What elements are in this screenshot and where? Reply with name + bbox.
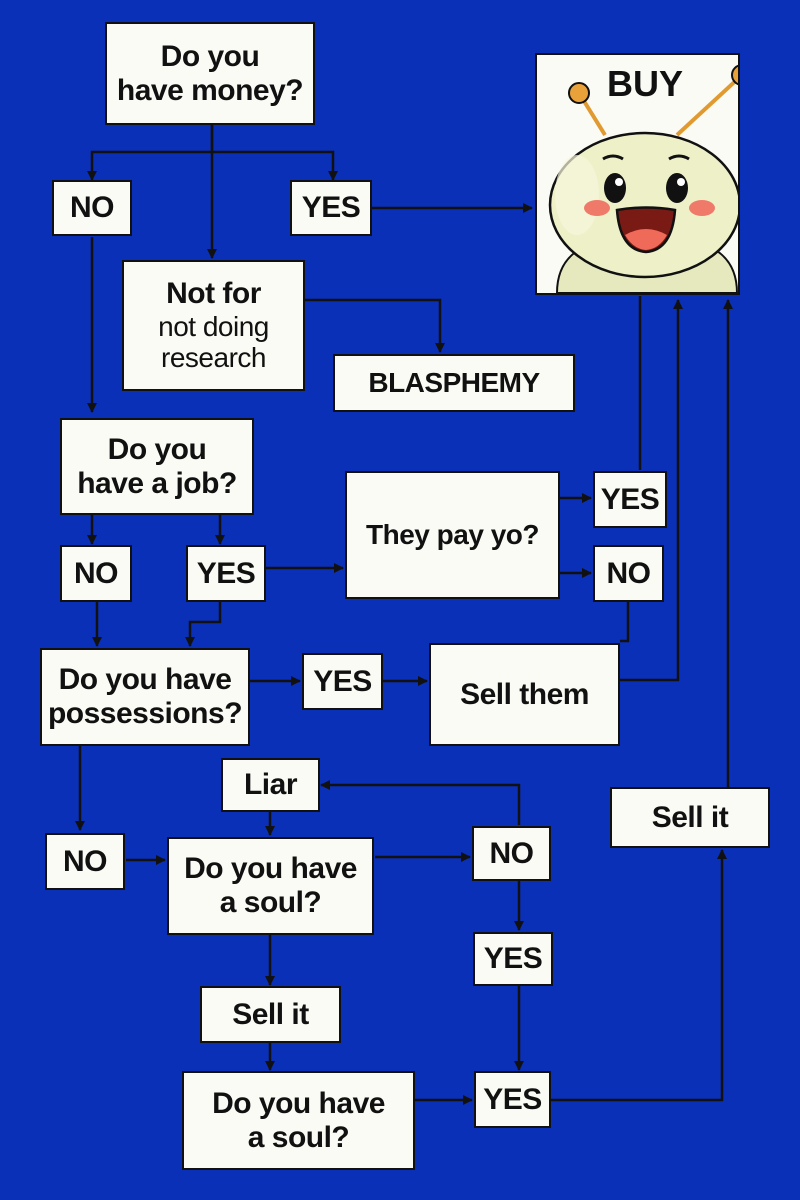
node-no-2: NO — [60, 545, 132, 602]
node-yes-5: YES — [473, 932, 553, 986]
node-not-for-line2: not doing — [158, 310, 269, 342]
node-yes-6: YES — [474, 1071, 551, 1128]
node-yes-3: YES — [593, 471, 667, 528]
node-have-possessions-line1: Do you have — [58, 663, 232, 697]
node-have-soul-1-line2: a soul? — [219, 886, 322, 919]
node-they-pay-label: They pay yo? — [366, 519, 539, 551]
node-not-for: Not for not doing research — [122, 260, 305, 391]
node-no-4-label: NO — [63, 844, 108, 878]
node-have-soul-2-line1: Do you have — [212, 1086, 385, 1120]
cute-bug-icon — [548, 64, 738, 293]
node-sell-them-label: Sell them — [460, 677, 589, 711]
node-yes-3-label: YES — [600, 482, 660, 516]
node-have-money-line1: Do you — [160, 39, 260, 73]
node-have-money-line2: have money? — [116, 73, 304, 107]
node-yes-2: YES — [186, 545, 266, 602]
node-no-3: NO — [593, 545, 664, 602]
node-yes-6-label: YES — [483, 1082, 542, 1116]
node-buy: BUY — [535, 53, 740, 295]
node-yes-1: YES — [290, 180, 372, 236]
node-yes-5-label: YES — [483, 942, 543, 976]
node-have-job: Do you have a job? — [60, 418, 254, 515]
node-no-4: NO — [45, 833, 125, 890]
node-have-job-line1: Do you — [107, 432, 207, 466]
node-have-possessions: Do you have possessions? — [40, 648, 250, 746]
arrow-money-no — [87, 125, 214, 181]
node-sell-it-1: Sell it — [200, 986, 341, 1043]
node-sell-it-2: Sell it — [610, 787, 770, 848]
node-no-3-label: NO — [606, 556, 652, 590]
node-buy-label: BUY — [607, 63, 684, 104]
node-no-1-label: NO — [70, 191, 115, 225]
arrow-yes6-sellit2 — [551, 849, 727, 1102]
arrow-money-yes — [212, 150, 338, 181]
arrow-no5-liar — [320, 780, 521, 825]
node-have-soul-1-line1: Do you have — [184, 852, 357, 886]
node-have-soul-1: Do you have a soul? — [167, 837, 374, 935]
node-have-job-line2: have a job? — [77, 466, 237, 500]
node-no-2-label: NO — [74, 556, 119, 590]
node-no-5: NO — [472, 826, 551, 881]
node-have-soul-2: Do you have a soul? — [182, 1071, 415, 1170]
node-no-5-label: NO — [489, 836, 535, 870]
arrow-sellthem-buy — [620, 299, 683, 682]
node-yes-1-label: YES — [301, 191, 361, 225]
node-no-1: NO — [52, 180, 132, 236]
node-sell-it-1-label: Sell it — [232, 997, 309, 1031]
node-blasphemy-label: BLASPHEMY — [368, 367, 540, 399]
node-yes-4-label: YES — [313, 664, 372, 698]
node-have-money: Do you have money? — [105, 22, 315, 125]
arrow-notfor-blasphemy — [305, 298, 445, 353]
arrow-yes2-possessions — [185, 602, 222, 647]
node-not-for-line3: research — [161, 342, 266, 374]
node-yes-4: YES — [302, 653, 383, 710]
node-sell-it-2-label: Sell it — [651, 800, 729, 834]
node-not-for-bold: Not for — [166, 277, 261, 311]
node-blasphemy: BLASPHEMY — [333, 354, 575, 412]
node-have-possessions-line2: possessions? — [47, 697, 243, 730]
node-liar-label: Liar — [243, 768, 298, 802]
node-sell-them: Sell them — [429, 643, 620, 746]
node-yes-2-label: YES — [196, 556, 256, 590]
node-liar: Liar — [221, 758, 320, 812]
node-they-pay: They pay yo? — [345, 471, 560, 599]
node-have-soul-2-line2: a soul? — [247, 1120, 350, 1154]
line-no3-sellthem — [620, 602, 630, 643]
